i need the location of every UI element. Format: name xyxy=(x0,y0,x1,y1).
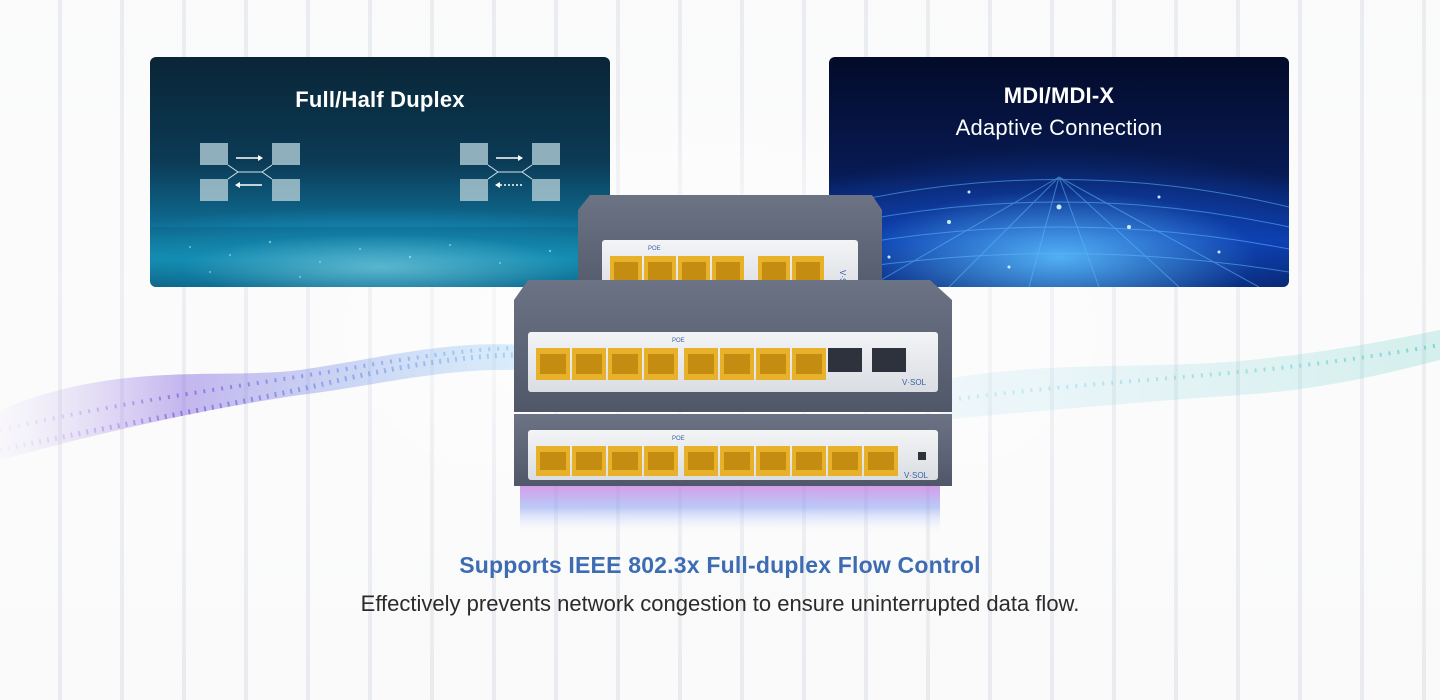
network-grid-graphic xyxy=(829,176,1289,287)
mdi-card-subtitle: Adaptive Connection xyxy=(955,115,1163,140)
feature-description: Effectively prevents network congestion … xyxy=(360,591,1080,616)
small-switch: POE V·SOL xyxy=(578,195,882,308)
duplex-feature-card: Full/Half Duplex xyxy=(150,57,610,287)
duplex-card-title: Full/Half Duplex xyxy=(295,87,465,112)
bottom-switch: POE V·SOL xyxy=(514,414,952,486)
full-duplex-icon xyxy=(200,143,300,201)
mdi-card-title: MDI/MDI-X xyxy=(1003,83,1115,108)
mdi-feature-card: MDI/MDI-X Adaptive Connection xyxy=(829,57,1289,287)
middle-switch: POE V·SOL xyxy=(514,280,952,412)
bottom-poe-label: POE xyxy=(672,436,685,442)
switch-device-stack: POE V·SOL POE V·SOL xyxy=(514,195,952,535)
top-poe-label: POE xyxy=(648,246,661,252)
data-wave-decoration xyxy=(0,330,1440,460)
middle-brand-logo: V·SOL xyxy=(902,378,927,387)
light-beams xyxy=(520,480,940,535)
bottom-brand-logo: V·SOL xyxy=(904,471,929,480)
middle-poe-label: POE xyxy=(672,338,685,344)
half-duplex-icon xyxy=(460,143,560,201)
duplex-diagram xyxy=(150,143,610,287)
feature-headline: Supports IEEE 802.3x Full-duplex Flow Co… xyxy=(459,552,981,578)
